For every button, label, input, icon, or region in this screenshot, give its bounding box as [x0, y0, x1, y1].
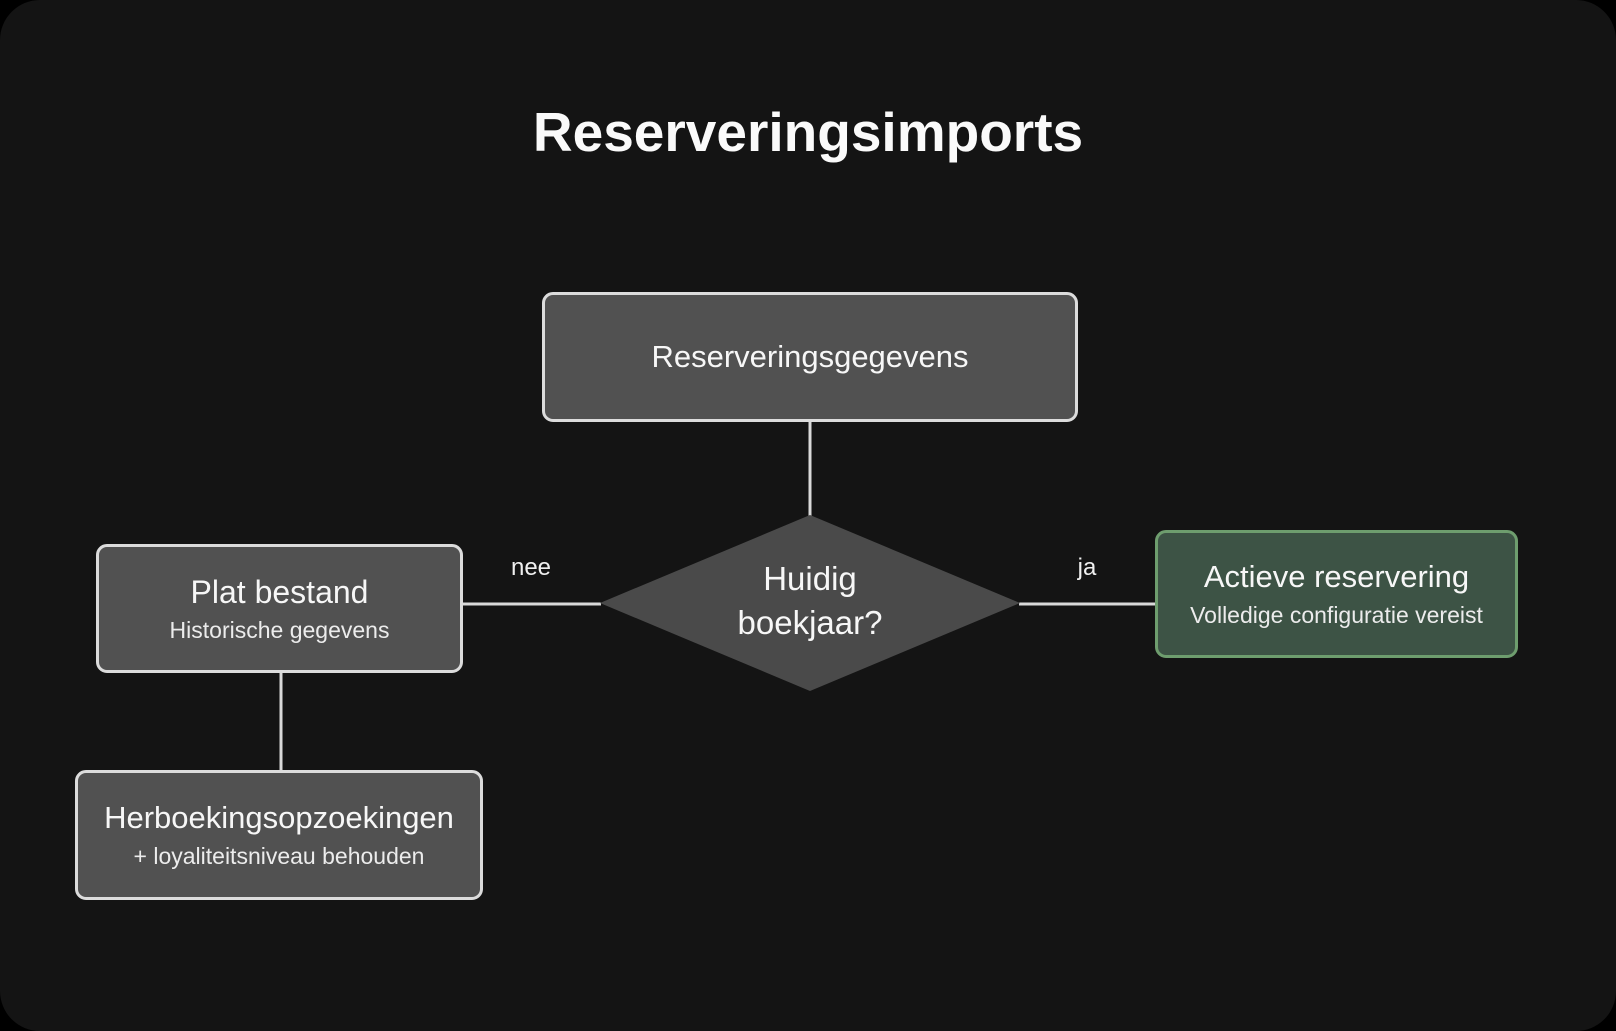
- node-label: Actieve reservering: [1203, 559, 1470, 594]
- node-decision-label: Huidig boekjaar?: [660, 557, 960, 645]
- diagram-title: Reserveringsimports: [532, 101, 1084, 163]
- decision-line2: boekjaar?: [737, 604, 883, 641]
- node-label: Reserveringsgegevens: [651, 339, 969, 374]
- decision-diamond-shape: [600, 515, 1020, 691]
- node-rebooking-lookups: Herboekingsopzoekingen + loyaliteitsnive…: [75, 770, 483, 900]
- node-reservation-data: Reserveringsgegevens: [542, 292, 1078, 422]
- edge-label-yes: ja: [1077, 554, 1097, 581]
- node-sublabel: Historische gegevens: [169, 616, 390, 643]
- node-sublabel: Volledige configuratie vereist: [1190, 602, 1483, 628]
- decision-line1: Huidig: [763, 560, 857, 597]
- node-active-reservation: Actieve reservering Volledige configurat…: [1155, 530, 1518, 658]
- node-label: Plat bestand: [190, 573, 369, 610]
- edge-label-no: nee: [510, 554, 552, 581]
- node-sublabel: + loyaliteitsniveau behouden: [133, 843, 425, 869]
- node-label: Herboekingsopzoekingen: [104, 800, 454, 835]
- node-flat-file: Plat bestand Historische gegevens: [96, 544, 463, 673]
